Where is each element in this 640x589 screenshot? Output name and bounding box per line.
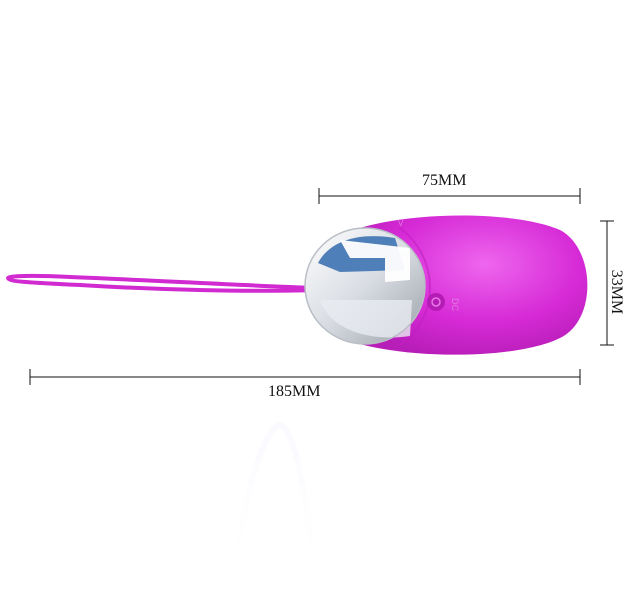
cord-loop[interactable] xyxy=(5,273,317,293)
egg-body xyxy=(360,215,588,355)
cap-lower-sheen xyxy=(320,300,412,338)
dc-port-icon: DC xyxy=(450,298,460,311)
diameter-dimension-line xyxy=(600,220,614,346)
power-icon[interactable] xyxy=(427,293,445,311)
body-mark: V xyxy=(398,219,404,228)
cap-reflection-white xyxy=(340,240,410,282)
total-length-label: 185MM xyxy=(268,383,321,400)
background-loop-shape xyxy=(232,421,318,585)
body-seam xyxy=(399,227,431,346)
cap-rim xyxy=(304,227,426,345)
length-dimension-line xyxy=(318,188,581,204)
total-length-dimension-line xyxy=(29,369,581,385)
diameter-label: 33MM xyxy=(608,269,625,315)
length-label: 75MM xyxy=(422,172,467,189)
